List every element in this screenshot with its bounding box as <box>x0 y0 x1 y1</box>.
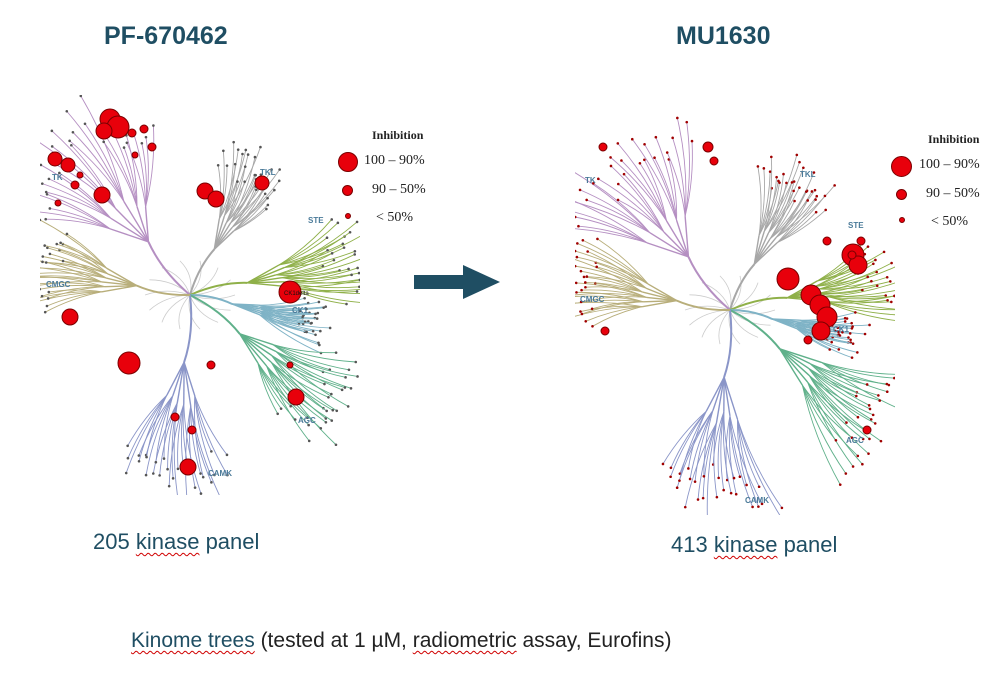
legend-level-low: < 50% <box>931 214 969 229</box>
legend-small-dot-icon <box>345 213 351 219</box>
inhibition-hit-marker <box>131 151 139 159</box>
family-label-tk: TK <box>585 176 596 185</box>
inhibition-hit-marker <box>702 141 714 153</box>
family-label-ste: STE <box>848 221 864 230</box>
right-panel-number: 413 <box>671 532 708 557</box>
inhibition-hit-marker <box>187 425 197 435</box>
inhibition-hit-marker <box>179 458 197 476</box>
inhibition-hit-marker <box>600 326 610 336</box>
inhibition-hit-marker <box>822 236 832 246</box>
legend-level-low: < 50% <box>376 210 414 225</box>
inhibition-hit-marker <box>709 156 719 166</box>
family-label-agc: AGC <box>298 416 316 425</box>
inhibition-hit-marker <box>95 122 113 140</box>
right-panel-word: kinase <box>713 532 778 557</box>
inhibition-hit-marker <box>278 280 302 304</box>
legend-title: Inhibition <box>372 128 424 142</box>
left-panel-label: 205 kinase panel <box>93 529 259 555</box>
inhibition-hit-marker <box>862 425 872 435</box>
inhibition-hit-marker <box>287 388 305 406</box>
family-label-ste: STE <box>308 216 324 225</box>
caption-lead: Kinome trees <box>131 629 255 652</box>
inhibition-hit-marker <box>147 142 157 152</box>
ck1delta-label: CK1delta <box>284 291 309 297</box>
family-label-tkl: TKL <box>260 168 276 177</box>
arrow-right-icon <box>414 265 500 299</box>
family-label-agc: AGC <box>846 436 864 445</box>
family-label-cmgc: CMGC <box>580 295 605 304</box>
legend-small-dot-icon <box>899 217 905 223</box>
legend-medium-dot-icon <box>342 185 353 196</box>
inhibition-hit-marker <box>811 321 831 341</box>
right-panel-rest: panel <box>783 532 838 557</box>
inhibition-hit-marker <box>139 124 149 134</box>
inhibition-hit-marker <box>847 250 857 260</box>
family-label-cmgc: CMGC <box>46 280 71 289</box>
inhibition-hit-marker <box>60 157 76 173</box>
inhibition-hit-marker <box>76 171 84 179</box>
left-panel-rest: panel <box>205 529 260 554</box>
legend-level-high: 100 – 90% <box>919 157 980 172</box>
legend-medium-dot-icon <box>896 189 907 200</box>
right-compound-title: MU1630 <box>676 22 771 50</box>
inhibition-hit-marker <box>47 151 63 167</box>
inhibition-hit-marker <box>803 335 813 345</box>
family-label-tkl: TKL <box>800 170 816 179</box>
inhibition-hit-marker <box>286 361 294 369</box>
inhibition-hit-marker <box>598 142 608 152</box>
inhibition-hit-marker <box>848 255 868 275</box>
legend-level-mid: 90 – 50% <box>926 186 980 201</box>
inhibition-hit-marker <box>61 308 79 326</box>
family-label-camk: CAMK <box>745 496 769 505</box>
family-label-tk: TK <box>52 173 63 182</box>
figure-caption: Kinome trees (tested at 1 µM, radiometri… <box>131 629 671 653</box>
caption-underlined: radiometric <box>412 629 517 652</box>
inhibition-hit-marker <box>93 186 111 204</box>
legend-left: Inhibition 100 – 90% 90 – 50% < 50% <box>336 124 446 234</box>
inhibition-hit-marker <box>776 267 800 291</box>
legend-large-dot-icon <box>891 156 912 177</box>
family-label-ck1: CK1 <box>833 325 850 334</box>
family-label-camk: CAMK <box>208 469 232 478</box>
inhibition-hit-marker <box>70 180 80 190</box>
inhibition-hit-marker <box>254 175 270 191</box>
right-panel-label: 413 kinase panel <box>671 532 837 558</box>
legend-right: Inhibition 100 – 90% 90 – 50% < 50% <box>890 128 1000 238</box>
legend-level-high: 100 – 90% <box>364 153 425 168</box>
inhibition-hit-marker <box>127 128 137 138</box>
inhibition-hit-marker <box>206 360 216 370</box>
inhibition-hit-marker <box>54 199 62 207</box>
left-panel-word: kinase <box>135 529 200 554</box>
left-panel-number: 205 <box>93 529 130 554</box>
legend-large-dot-icon <box>338 152 358 172</box>
family-label-ck1: CK1 <box>292 306 309 315</box>
caption-tail: assay, Eurofins) <box>516 629 672 652</box>
caption-rest: (tested at 1 µM, <box>254 629 413 652</box>
inhibition-hit-marker <box>856 236 866 246</box>
inhibition-hit-marker <box>170 412 180 422</box>
inhibition-hit-marker <box>117 351 141 375</box>
left-compound-title: PF-670462 <box>104 22 228 50</box>
legend-title: Inhibition <box>928 132 980 146</box>
inhibition-hit-marker <box>207 190 225 208</box>
legend-level-mid: 90 – 50% <box>372 182 426 197</box>
